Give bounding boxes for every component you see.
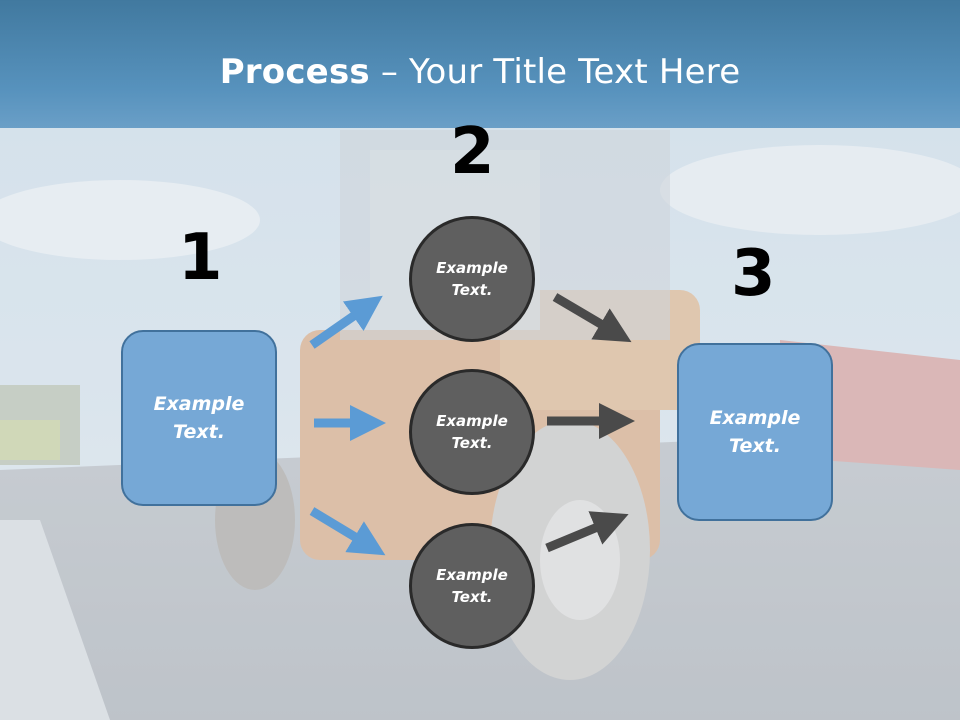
circle-bottom-label: Example Text. <box>436 565 508 607</box>
step-2-circle-top: Example Text. <box>409 216 535 342</box>
step-3-box-label: Example Text. <box>709 406 801 458</box>
arrow-1-to-circle-bottom <box>309 507 386 556</box>
step-1-box-label: Example Text. <box>153 392 245 444</box>
title-bold: Process <box>219 52 370 92</box>
circle-top-label: Example Text. <box>436 258 508 300</box>
step-number-2: 2 <box>450 115 495 189</box>
slide-title: Process – Your Title Text Here <box>0 52 960 92</box>
step-1-box: Example Text. <box>121 330 277 506</box>
step-2-circle-bottom: Example Text. <box>409 523 535 649</box>
arrow-1-to-circle-top <box>309 295 383 349</box>
step-number-1: 1 <box>178 221 223 295</box>
arrow-circle-bottom-to-3 <box>545 511 629 553</box>
step-2-circle-middle: Example Text. <box>409 369 535 495</box>
title-bar <box>0 0 960 128</box>
step-3-box: Example Text. <box>677 343 833 521</box>
step-number-3: 3 <box>731 237 776 311</box>
title-rest: – Your Title Text Here <box>369 52 741 92</box>
circle-middle-label: Example Text. <box>436 411 508 453</box>
arrow-circle-top-to-3 <box>552 293 632 343</box>
